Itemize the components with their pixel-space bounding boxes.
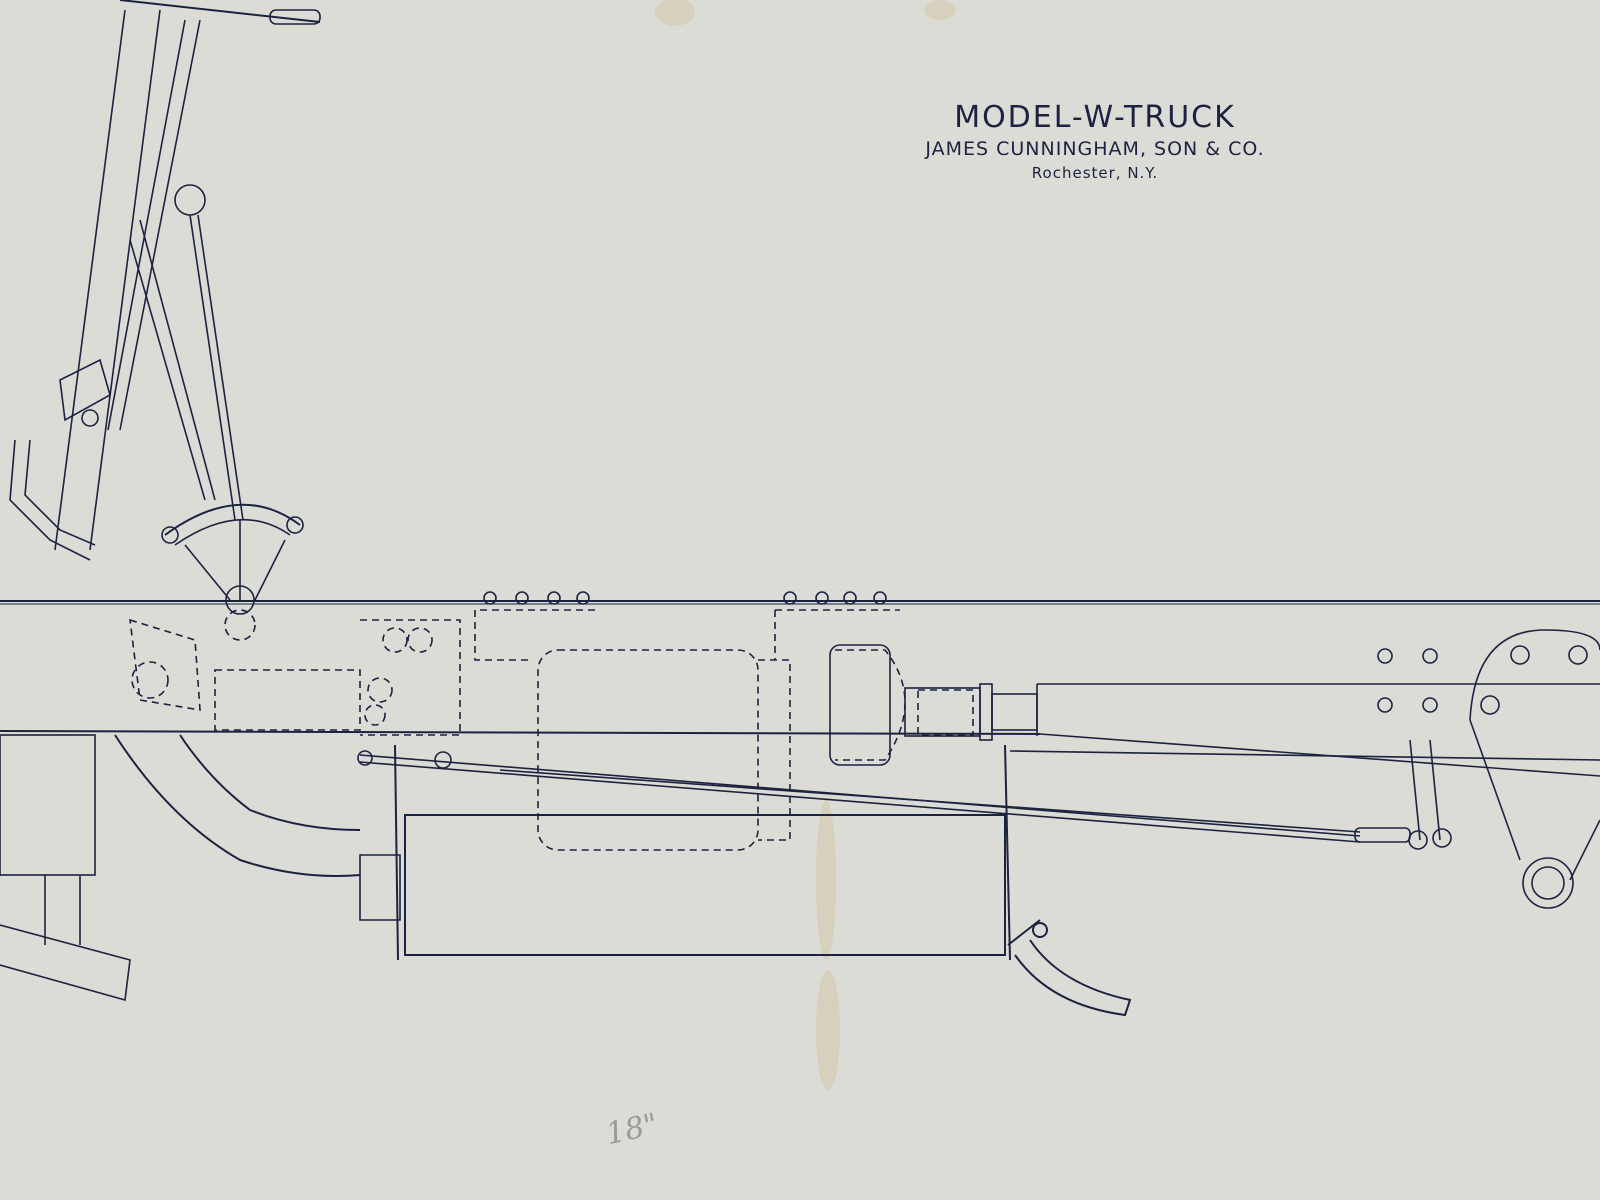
frame-rivets	[483, 591, 1438, 713]
exhaust-pipe	[114, 734, 401, 921]
frame-rail	[0, 600, 1600, 777]
rear-spring-hanger	[1408, 629, 1600, 909]
drawing-title: MODEL-W-TRUCK	[954, 100, 1236, 135]
brake-rods	[357, 750, 1411, 843]
hand-brake-quadrant	[161, 503, 304, 615]
muffler	[394, 744, 1132, 1017]
pedal-assembly	[9, 358, 111, 561]
company-location: Rochester, N.Y.	[1031, 164, 1159, 182]
steering-column	[54, 0, 321, 551]
paper-stains	[655, 0, 956, 1090]
transmission-dashed	[129, 609, 974, 851]
front-crossmember	[0, 734, 131, 1002]
drive-shaft	[829, 644, 1600, 766]
company-name: JAMES CUNNINGHAM, SON & CO.	[925, 138, 1265, 160]
title-block: MODEL-W-TRUCK JAMES CUNNINGHAM, SON & CO…	[815, 100, 1375, 184]
